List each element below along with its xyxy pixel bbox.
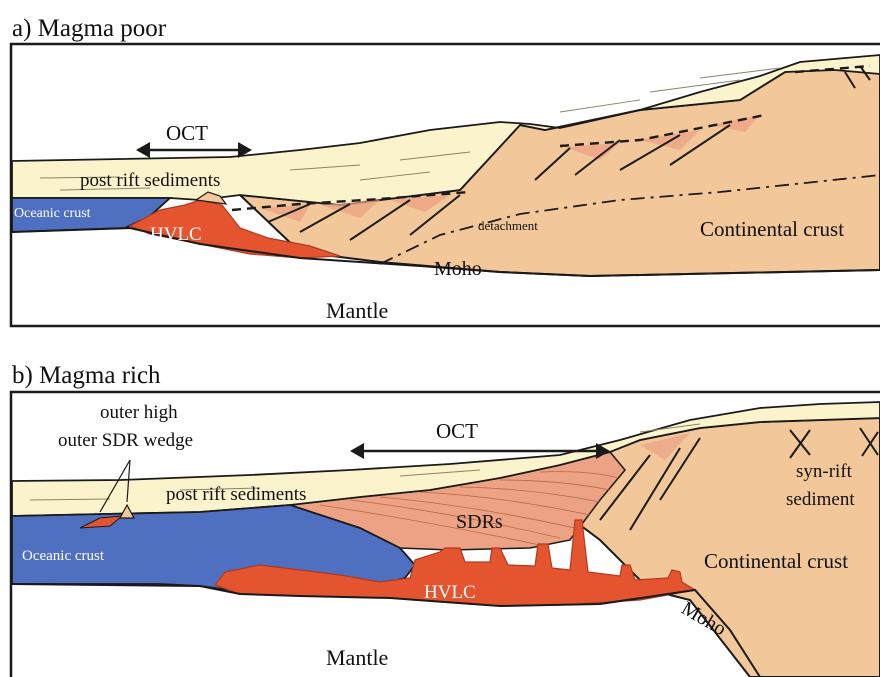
label-post-rift-b: post rift sediments: [166, 484, 306, 505]
panel-b: b) Magma rich: [11, 362, 880, 677]
label-outer-sdr-wedge: outer SDR wedge: [58, 430, 193, 451]
label-synrift-1: syn-rift: [796, 461, 853, 482]
panel-a: a) Magma poor: [11, 15, 880, 326]
label-continental-b: Continental crust: [704, 549, 848, 573]
label-continental-a: Continental crust: [700, 217, 844, 241]
label-outer-high: outer high: [100, 402, 178, 423]
label-mantle-a: Mantle: [326, 298, 388, 323]
label-oct-a: OCT: [166, 121, 208, 145]
label-synrift-2: sediment: [786, 489, 855, 510]
panel-b-heading: b) Magma rich: [12, 362, 161, 389]
label-oceanic-b: Oceanic crust: [22, 548, 105, 564]
label-hvlc-b: HVLC: [424, 582, 476, 603]
label-post-rift-a: post rift sediments: [80, 170, 220, 191]
label-mantle-b: Mantle: [326, 645, 388, 670]
panel-a-heading: a) Magma poor: [12, 15, 167, 42]
label-hvlc-a: HVLC: [150, 224, 202, 245]
label-sdrs: SDRs: [456, 511, 503, 533]
label-oct-b: OCT: [436, 419, 478, 443]
label-oceanic-a: Oceanic crust: [14, 206, 91, 221]
label-detachment-a: detachment: [478, 218, 538, 233]
label-moho-a: Moho: [434, 258, 482, 280]
